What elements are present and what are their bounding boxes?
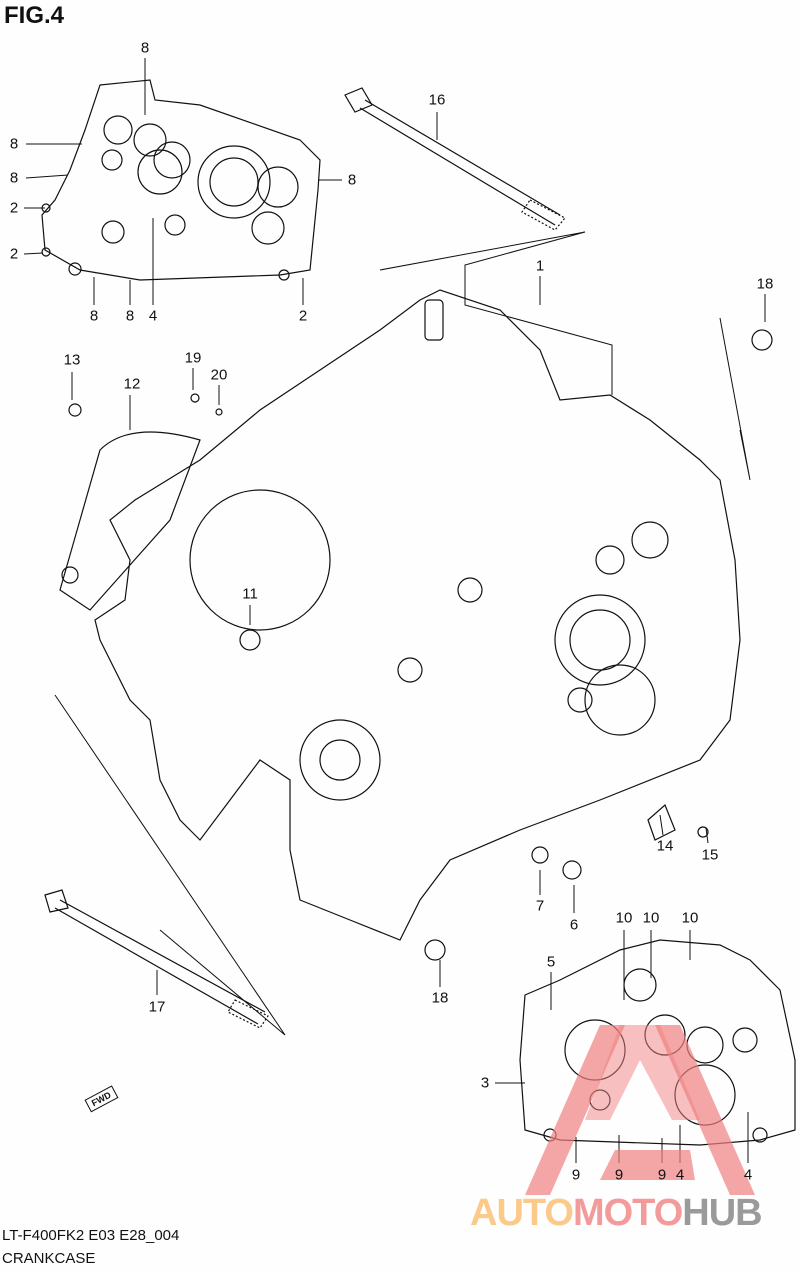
- callout-label: 11: [242, 585, 258, 603]
- callout-label: 8: [140, 39, 150, 57]
- callout-label: 13: [63, 351, 81, 369]
- callout-label: 20: [210, 366, 228, 384]
- callout-label: 4: [743, 1166, 753, 1184]
- callout-label: 9: [614, 1166, 624, 1184]
- callout-label: 4: [148, 307, 158, 325]
- callout-label: 12: [123, 375, 141, 393]
- callout-label: 4: [675, 1166, 685, 1184]
- callout-label: 5: [546, 953, 556, 971]
- callout-label: 9: [571, 1166, 581, 1184]
- callout-label: 10: [615, 909, 633, 927]
- callout-label: 9: [657, 1166, 667, 1184]
- callout-label: 2: [298, 307, 308, 325]
- callout-label: 6: [569, 916, 579, 934]
- callout-label: 10: [642, 909, 660, 927]
- callout-label: 8: [9, 135, 19, 153]
- callout-label: 8: [347, 171, 357, 189]
- model-code: LT-F400FK2 E03 E28_004: [2, 1227, 180, 1244]
- watermark-logo: [525, 1025, 755, 1195]
- callout-label: 1: [535, 257, 545, 275]
- callout-label: 8: [125, 307, 135, 325]
- callout-label: 18: [431, 989, 449, 1007]
- figure-title: FIG.4: [4, 2, 65, 29]
- watermark-part: AUTO: [470, 1192, 574, 1234]
- bolt-16-drawing: [344, 87, 566, 231]
- watermark-text: AUTOMOTOHUB: [470, 1192, 763, 1235]
- callout-label: 10: [681, 909, 699, 927]
- callout-label: 19: [184, 349, 202, 367]
- callout-label: 15: [701, 846, 719, 864]
- callout-label: 8: [89, 307, 99, 325]
- watermark-part: HUB: [682, 1192, 762, 1234]
- callout-label: 3: [480, 1074, 490, 1092]
- crankcase-drawing: [59, 289, 773, 961]
- callout-label: 2: [9, 245, 19, 263]
- callout-label: 2: [9, 199, 19, 217]
- case-cover-left-drawing: [41, 79, 321, 281]
- callout-label: 16: [428, 91, 446, 109]
- leader-lines: [23, 58, 766, 1163]
- callout-label: 18: [756, 275, 774, 293]
- callout-label: 7: [535, 897, 545, 915]
- callout-label: 17: [148, 998, 166, 1016]
- bolt-17-drawing: [44, 889, 269, 1029]
- watermark-part: MOTO: [572, 1192, 683, 1234]
- section-title: CRANKCASE: [2, 1250, 96, 1267]
- callout-label: 14: [656, 837, 674, 855]
- callout-label: 8: [9, 169, 19, 187]
